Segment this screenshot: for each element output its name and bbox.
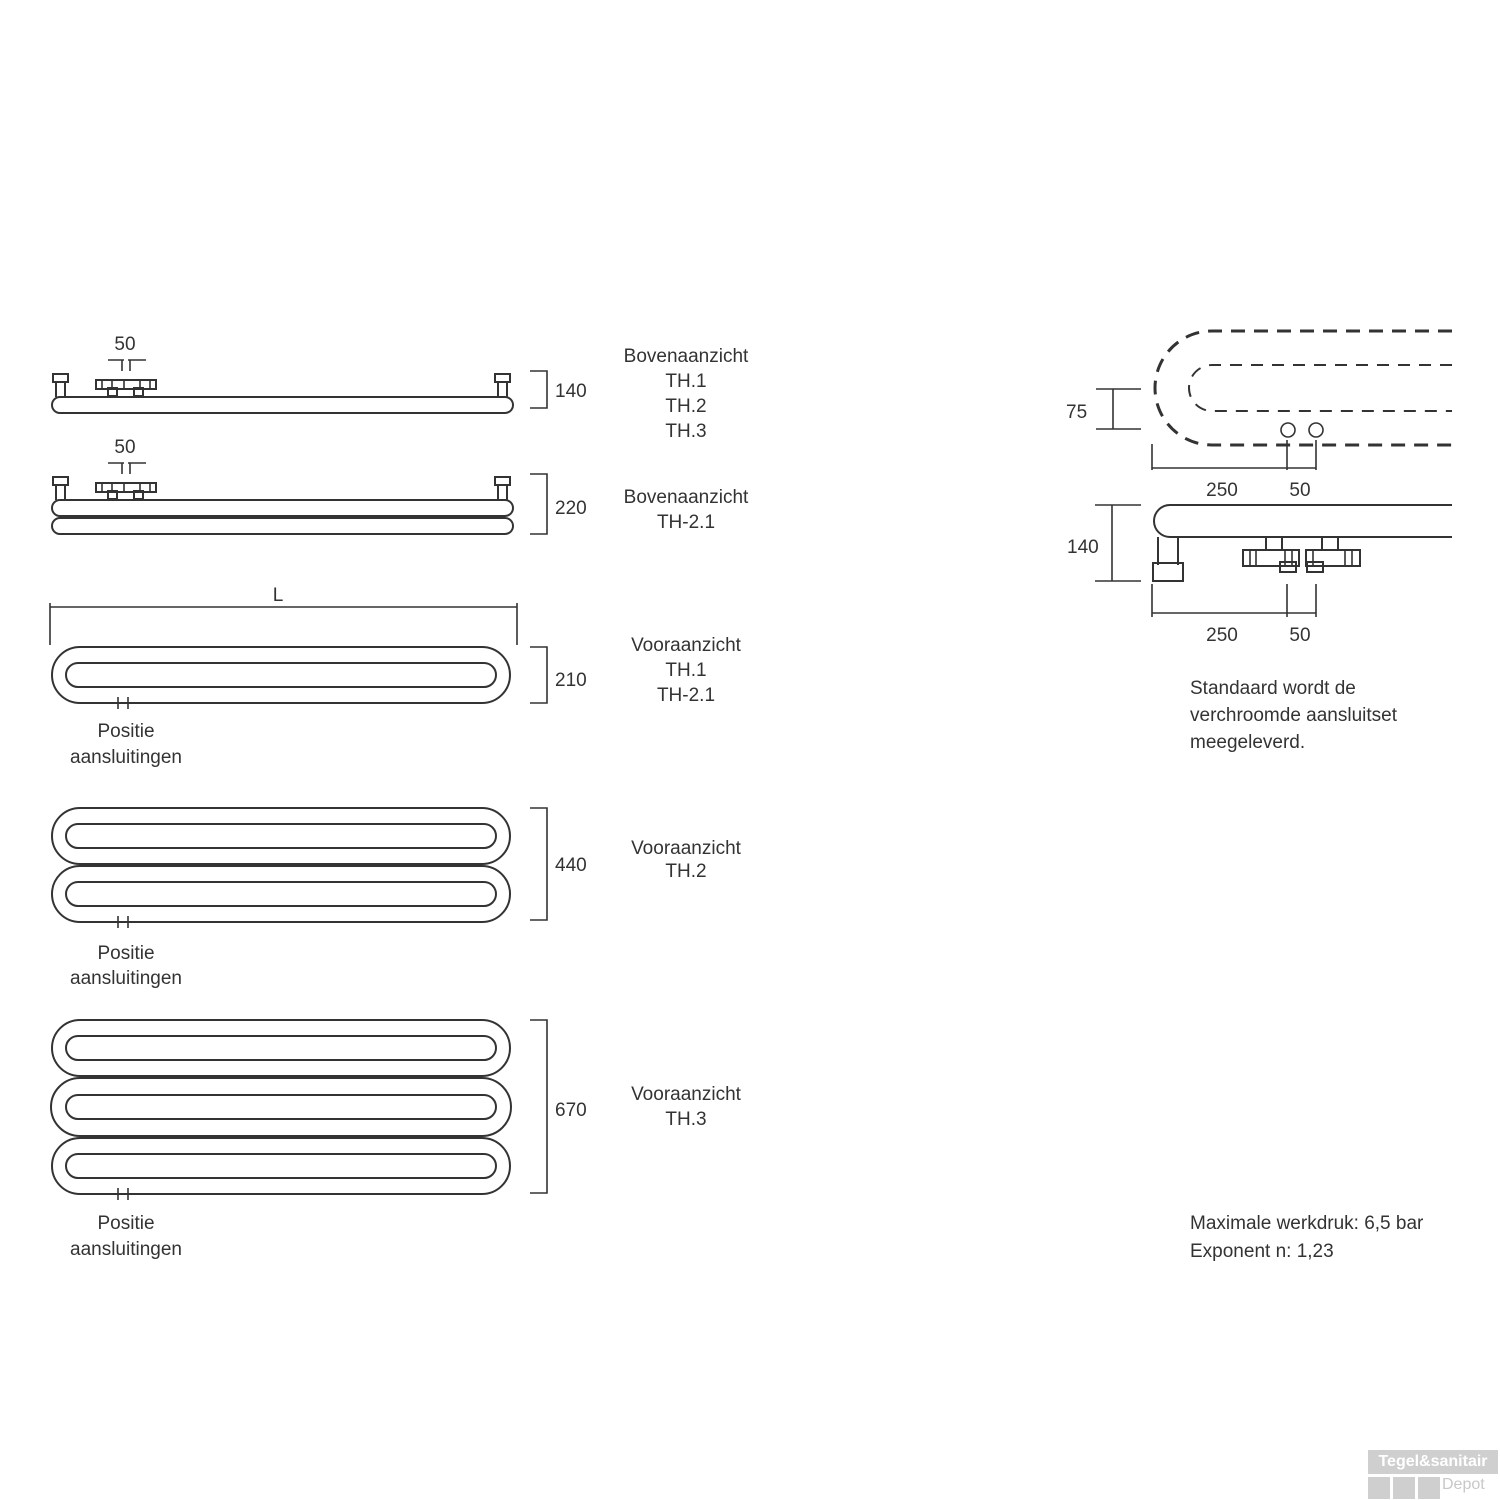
watermark-line-1: Tegel&sanitair [1368, 1450, 1498, 1474]
dim-250-bottom: 250 [1206, 625, 1238, 646]
top-view-1-model-th3: TH.3 [665, 421, 706, 442]
dim-spacing-50: 50 [114, 334, 135, 355]
specifications: Maximale werkdruk: 6,5 bar Exponent n: 1… [1190, 1213, 1424, 1262]
top-view-2-model-th-2-1: TH-2.1 [657, 512, 715, 533]
front-view-3-title: Vooraanzicht [631, 1084, 742, 1105]
position-label-line-1: Positie [97, 943, 154, 964]
position-label-line-2: aansluitingen [70, 747, 182, 768]
front-view-th2: 440 Positie aansluitingen Vooraanzicht T… [51, 807, 742, 989]
dim-75: 75 [1066, 402, 1087, 423]
front-view-th1-th-2-1: L 210 Positie aansluitingen Vooraanzicht… [49, 585, 742, 768]
front-view-1-model-th1: TH.1 [665, 660, 706, 681]
dim-height-440: 440 [555, 855, 587, 876]
front-view-2-model-th2: TH.2 [665, 861, 706, 882]
dim-50-bottom: 50 [1289, 625, 1310, 646]
top-view-th1-th2-th3: 50 140 Bovenaanzicht TH.1 TH.2 TH.3 [51, 334, 749, 442]
valve-right [1305, 536, 1361, 573]
note-line-1: Standaard wordt de [1190, 678, 1356, 699]
watermark-line-2: Depot [1442, 1476, 1485, 1493]
connection-circle [1308, 422, 1324, 438]
spec-max-pressure: Maximale werkdruk: 6,5 bar [1190, 1213, 1424, 1234]
position-label-line-2: aansluitingen [70, 1239, 182, 1260]
connection-circle [1280, 422, 1296, 438]
top-view-th-2-1: 50 220 Bovenaanzicht TH-2.1 [51, 437, 749, 535]
valve-left [1242, 536, 1300, 573]
connection-detail: 75 250 50 140 250 50 Standaard wordt d [1066, 329, 1452, 753]
position-label-line-1: Positie [97, 1213, 154, 1234]
dim-length-L: L [273, 585, 284, 606]
front-view-th3: 670 Positie aansluitingen Vooraanzicht T… [50, 1019, 742, 1260]
position-label-line-2: aansluitingen [70, 968, 182, 989]
front-view-3-model-th3: TH.3 [665, 1109, 706, 1130]
top-view-1-title: Bovenaanzicht [624, 346, 749, 367]
dim-140: 140 [1067, 537, 1099, 558]
tile-icon [1418, 1477, 1440, 1499]
dim-height-670: 670 [555, 1100, 587, 1121]
top-view-1-model-th1: TH.1 [665, 371, 706, 392]
tile-icon [1393, 1477, 1415, 1499]
dim-50-top: 50 [1289, 480, 1310, 501]
front-view-1-model-th-2-1: TH-2.1 [657, 685, 715, 706]
front-view-1-title: Vooraanzicht [631, 635, 742, 656]
spec-exponent: Exponent n: 1,23 [1190, 1241, 1334, 1262]
watermark-logo: Tegel&sanitair Depot [1368, 1450, 1498, 1500]
top-view-2-title: Bovenaanzicht [624, 487, 749, 508]
dim-250-top: 250 [1206, 480, 1238, 501]
position-label-line-1: Positie [97, 721, 154, 742]
dim-height-220: 220 [555, 498, 587, 519]
dim-spacing-50: 50 [114, 437, 135, 458]
dim-height-210: 210 [555, 670, 587, 691]
front-view-2-title: Vooraanzicht [631, 838, 742, 859]
note-line-2: verchroomde aansluitset [1190, 705, 1398, 726]
drop-icon [1368, 1477, 1390, 1499]
dim-height-140: 140 [555, 381, 587, 402]
top-view-1-model-th2: TH.2 [665, 396, 706, 417]
note-line-3: meegeleverd. [1190, 732, 1305, 753]
